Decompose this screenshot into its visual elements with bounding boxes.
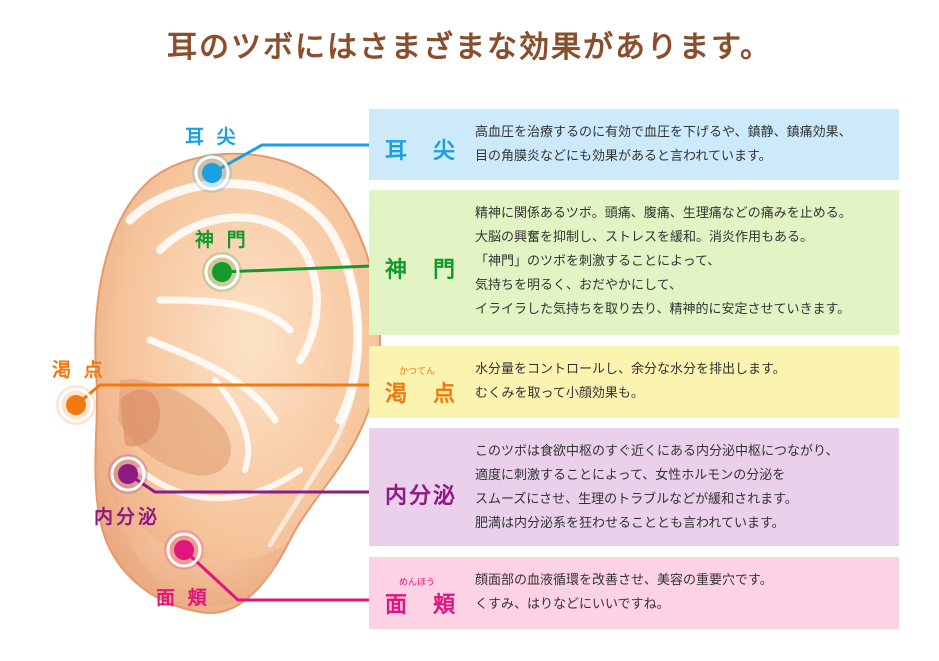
panel-name-jisen: 耳 尖 <box>385 133 457 165</box>
point-label-menkyo: 面 頬 <box>156 587 210 609</box>
desc-line: むくみを取って小顔効果も。 <box>475 386 644 401</box>
point-marker-shinmon <box>202 252 242 292</box>
antihelix-lower <box>212 377 252 473</box>
connector-katten <box>75 383 371 407</box>
desc-line: くすみ、はりなどにいいですね。 <box>475 597 670 612</box>
panel-text-katten: 水分量をコントロールし、余分な水分を排出します。 むくみを取って小顔効果も。 <box>475 358 786 406</box>
desc-line: 高血圧を治療するのに有効で血圧を下げるや、鎮静、鎮痛効果、 <box>475 125 852 140</box>
desc-line: 大脳の興奮を抑制し、ストレスを緩和。消炎作用もある。 <box>475 230 814 245</box>
desc-line: イライラした気持ちを取り去り、精神的に安定させていきます。 <box>475 302 851 317</box>
helix-outer-edge <box>267 257 362 548</box>
page-title: 耳のツボにはさまざまな効果があります。 <box>167 30 772 65</box>
panel-name-text: 神 門 <box>385 258 458 283</box>
desc-line: 適度に刺激することによって、女性ホルモンの分泌を <box>475 468 786 483</box>
desc-line: 水分量をコントロールし、余分な水分を排出します。 <box>475 362 786 377</box>
tragus <box>120 389 160 447</box>
point-marker-katten <box>56 385 96 425</box>
panel-naibunpi: 内分泌 このツボは食欲中枢のすぐ近くにある内分泌中枢につながり、 適度に刺激する… <box>369 428 899 546</box>
panel-name-text: 耳 尖 <box>385 139 458 164</box>
panel-name-text: 面 頬 <box>385 593 458 618</box>
panel-name-shinmon: 神 門 <box>385 252 457 284</box>
panel-text-menkyo: 顔面部の血液循環を改善させ、美容の重要穴です。 くすみ、はりなどにいいですね。 <box>475 569 773 617</box>
point-marker-naibunpi <box>108 454 148 494</box>
antihelix-upper <box>156 213 321 364</box>
point-marker-jisen <box>192 153 232 193</box>
desc-line: 精神に関係あるツボ。頭痛、腹痛、生理痛などの痛みを止める。 <box>475 206 852 221</box>
panel-text-shinmon: 精神に関係あるツボ。頭痛、腹痛、生理痛などの痛みを止める。 大脳の興奮を抑制し、… <box>475 202 852 322</box>
desc-line: 気持ちを明るく、おだやかにして、 <box>475 278 682 293</box>
panel-name-katten: かつてん 渇 点 <box>385 367 458 408</box>
point-label-katten: 渇 点 <box>52 359 106 381</box>
ruby-katten: かつてん <box>399 367 436 377</box>
ear-lobe <box>110 480 285 607</box>
panel-text-naibunpi: このツボは食欲中枢のすぐ近くにある内分泌中枢につながり、 適度に刺激することによ… <box>475 440 838 536</box>
panel-shinmon: 神 門 精神に関係あるツボ。頭痛、腹痛、生理痛などの痛みを止める。 大脳の興奮を… <box>369 190 899 335</box>
connector-jisen <box>211 143 371 175</box>
point-marker-menkyo <box>164 530 204 570</box>
point-label-jisen: 耳 尖 <box>185 126 239 148</box>
panel-menkyo: めんほう 面 頬 顔面部の血液循環を改善させ、美容の重要穴です。 くすみ、はりな… <box>369 557 899 629</box>
panel-name-menkyo: めんほう 面 頬 <box>385 578 458 619</box>
panel-name-naibunpi: 内分泌 <box>385 478 457 510</box>
point-label-shinmon: 神 門 <box>195 229 249 251</box>
connector-naibunpi <box>127 472 371 494</box>
ruby-menkyo: めんほう <box>399 578 436 588</box>
panel-name-text: 渇 点 <box>385 382 458 407</box>
panel-name-text: 内分泌 <box>385 484 458 509</box>
desc-line: スムーズにさせ、生理のトラブルなどが緩和されます。 <box>475 492 798 507</box>
desc-line: 「神門」のツボを刺激することによって、 <box>475 254 721 269</box>
desc-line: 顔面部の血液循環を改善させ、美容の重要穴です。 <box>475 573 773 588</box>
antihelix-crus <box>156 296 294 334</box>
desc-line: このツボは食欲中枢のすぐ近くにある内分泌中枢につながり、 <box>475 444 839 459</box>
antihelix-crus-2 <box>146 336 279 424</box>
point-label-naibunpi: 内分泌 <box>94 506 161 528</box>
connector-shinmon <box>221 264 372 274</box>
desc-line: 目の角膜炎などにも効果があると言われています。 <box>475 149 772 164</box>
connector-menkyo <box>182 548 371 602</box>
desc-line: 肥満は内分泌系を狂わせることとも言われています。 <box>475 516 785 531</box>
panel-jisen: 耳 尖 高血圧を治療するのに有効で血圧を下げるや、鎮静、鎮痛効果、 目の角膜炎な… <box>369 109 899 180</box>
lower-rim <box>137 467 303 502</box>
panel-katten: かつてん 渇 点 水分量をコントロールし、余分な水分を排出します。 むくみを取っ… <box>369 346 899 418</box>
panel-text-jisen: 高血圧を治療するのに有効で血圧を下げるや、鎮静、鎮痛効果、 目の角膜炎などにも効… <box>475 121 852 169</box>
